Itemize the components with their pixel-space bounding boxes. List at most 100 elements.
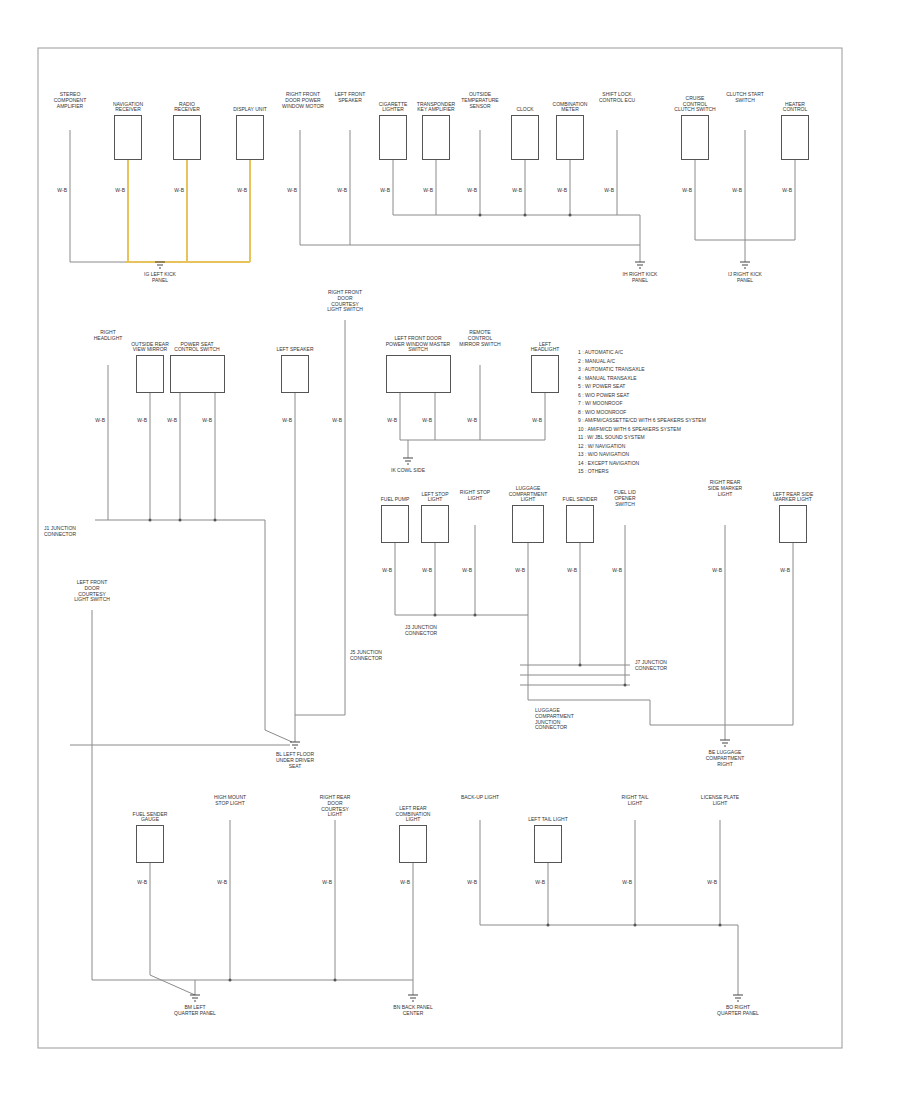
wire-color: W-B <box>332 418 342 424</box>
component-name: CIGARETTE LIGHTER <box>372 102 414 114</box>
wire-color: W-B <box>567 568 577 574</box>
wire-color: W-B <box>167 418 177 424</box>
component: LEFT STOP LIGHT <box>414 492 456 544</box>
junction-label: LUGGAGE COMPARTMENT JUNCTION CONNECTOR <box>535 708 593 731</box>
component-name: LEFT HEADLIGHT <box>524 342 566 354</box>
wire-color: W-B <box>712 568 722 574</box>
option-key: 1 : AUTOMATIC A/C <box>578 350 623 356</box>
component: HEATER CONTROL <box>774 102 816 161</box>
component-name: RADIO RECEIVER <box>166 102 208 114</box>
wire-color: W-B <box>115 188 125 194</box>
component: LEFT FRONT DOOR POWER WINDOW MASTER SWIT… <box>386 336 451 393</box>
wire-color: W-B <box>137 880 147 886</box>
ground-point: IG LEFT KICK PANEL <box>139 272 181 284</box>
component-name: RIGHT REAR DOOR COURTESY LIGHT <box>314 795 356 818</box>
component-box <box>381 505 409 543</box>
component-box <box>114 115 142 160</box>
component-box <box>136 825 164 863</box>
wire-color: W-B <box>462 568 472 574</box>
ground-point: IH RIGHT KICK PANEL <box>619 272 661 284</box>
wire-color: W-B <box>604 188 614 194</box>
wire-color: W-B <box>622 880 632 886</box>
component-name: RIGHT STOP LIGHT <box>454 490 496 502</box>
component: LEFT REAR SIDE MARKER LIGHT <box>772 492 814 544</box>
component-name: POWER SEAT CONTROL SWITCH <box>170 342 225 354</box>
component-name: LEFT SPEAKER <box>274 347 316 353</box>
option-key: 11 : W/ JBL SOUND SYSTEM <box>578 435 645 441</box>
junction-label: J5 JUNCTION CONNECTOR <box>350 650 408 662</box>
wire-color: W-B <box>467 188 477 194</box>
component: FUEL PUMP <box>374 497 416 543</box>
wire-color: W-B <box>382 568 392 574</box>
wire-color: W-B <box>400 880 410 886</box>
wire-color: W-B <box>380 188 390 194</box>
component: FUEL SENDER GAUGE <box>129 812 171 864</box>
component-name: OUTSIDE REAR VIEW MIRROR <box>129 342 171 354</box>
wire-color: W-B <box>512 188 522 194</box>
option-key: 15 : OTHERS <box>578 469 609 475</box>
component-name: CLUTCH START SWITCH <box>724 92 766 104</box>
component-box <box>512 505 544 543</box>
wire-color: W-B <box>612 568 622 574</box>
component: COMBINATION METER <box>549 102 591 161</box>
ground-point: BM LEFT QUARTER PANEL <box>174 1005 216 1017</box>
component: LEFT SPEAKER <box>274 347 316 393</box>
component-name: LICENSE PLATE LIGHT <box>699 795 741 807</box>
component-name: RIGHT HEADLIGHT <box>87 330 129 342</box>
wire-color: W-B <box>732 188 742 194</box>
component-name: RIGHT TAIL LIGHT <box>614 795 656 807</box>
junction-label: J3 JUNCTION CONNECTOR <box>405 625 463 637</box>
wire-color: W-B <box>423 188 433 194</box>
component-box <box>281 355 309 393</box>
wire-color: W-B <box>387 418 397 424</box>
component-name: LEFT FRONT DOOR COURTESY LIGHT SWITCH <box>71 580 113 603</box>
wire-color: W-B <box>557 188 567 194</box>
option-key: 10 : AM/FM/CD WITH 6 SPEAKERS SYSTEM <box>578 427 681 433</box>
component-name: FUEL PUMP <box>374 497 416 503</box>
wire-color: W-B <box>782 188 792 194</box>
component-name: LUGGAGE COMPARTMENT LIGHT <box>507 486 549 503</box>
component-name: OUTSIDE TEMPERATURE SENSOR <box>459 92 501 109</box>
component-name: NAVIGATION RECEIVER <box>107 102 149 114</box>
component-name: LEFT STOP LIGHT <box>414 492 456 504</box>
ground-point: BE LUGGAGE COMPARTMENT RIGHT <box>704 750 746 767</box>
component-name: REMOTE CONTROL MIRROR SWITCH <box>459 330 501 347</box>
component-name: BACK-UP LIGHT <box>459 795 501 801</box>
wire-color: W-B <box>422 568 432 574</box>
component-name: FUEL LID OPENER SWITCH <box>604 490 646 507</box>
component-box <box>136 355 164 393</box>
ground-symbols <box>155 262 750 1001</box>
ground-wires <box>70 130 795 995</box>
component-name: COMBINATION METER <box>549 102 591 114</box>
component: LUGGAGE COMPARTMENT LIGHT <box>507 486 549 543</box>
component-box <box>422 115 450 160</box>
component-name: RIGHT FRONT DOOR POWER WINDOW MOTOR <box>282 92 324 109</box>
ground-point: BN BACK PANEL CENTER <box>392 1005 434 1017</box>
component-name: FUEL SENDER <box>559 497 601 503</box>
option-key: 7 : W/ MOONROOF <box>578 401 622 407</box>
component-box <box>531 355 559 393</box>
component-name: J1 JUNCTION CONNECTOR <box>39 526 81 538</box>
component-name: LEFT TAIL LIGHT <box>527 817 569 823</box>
wire-color: W-B <box>780 568 790 574</box>
component: POWER SEAT CONTROL SWITCH <box>170 342 225 394</box>
option-key: 6 : W/O POWER SEAT <box>578 393 629 399</box>
component-box <box>173 115 201 160</box>
wire-color: W-B <box>95 418 105 424</box>
option-key: 14 : EXCEPT NAVIGATION <box>578 461 639 467</box>
component-name: TRANSPONDER KEY AMPLIFIER <box>415 102 457 114</box>
component-name: CRUISE CONTROL CLUTCH SWITCH <box>674 96 716 113</box>
wire-color: W-B <box>467 880 477 886</box>
component-box <box>681 115 709 160</box>
component-name: LEFT REAR SIDE MARKER LIGHT <box>772 492 814 504</box>
component-box <box>170 355 225 393</box>
component: LEFT HEADLIGHT <box>524 342 566 394</box>
wire-color: W-B <box>202 418 212 424</box>
component-box <box>399 825 427 863</box>
component-box <box>421 505 449 543</box>
component-name: STEREO COMPONENT AMPLIFIER <box>49 92 91 109</box>
component: CIGARETTE LIGHTER <box>372 102 414 161</box>
component-box <box>236 115 264 160</box>
component-box <box>511 115 539 160</box>
